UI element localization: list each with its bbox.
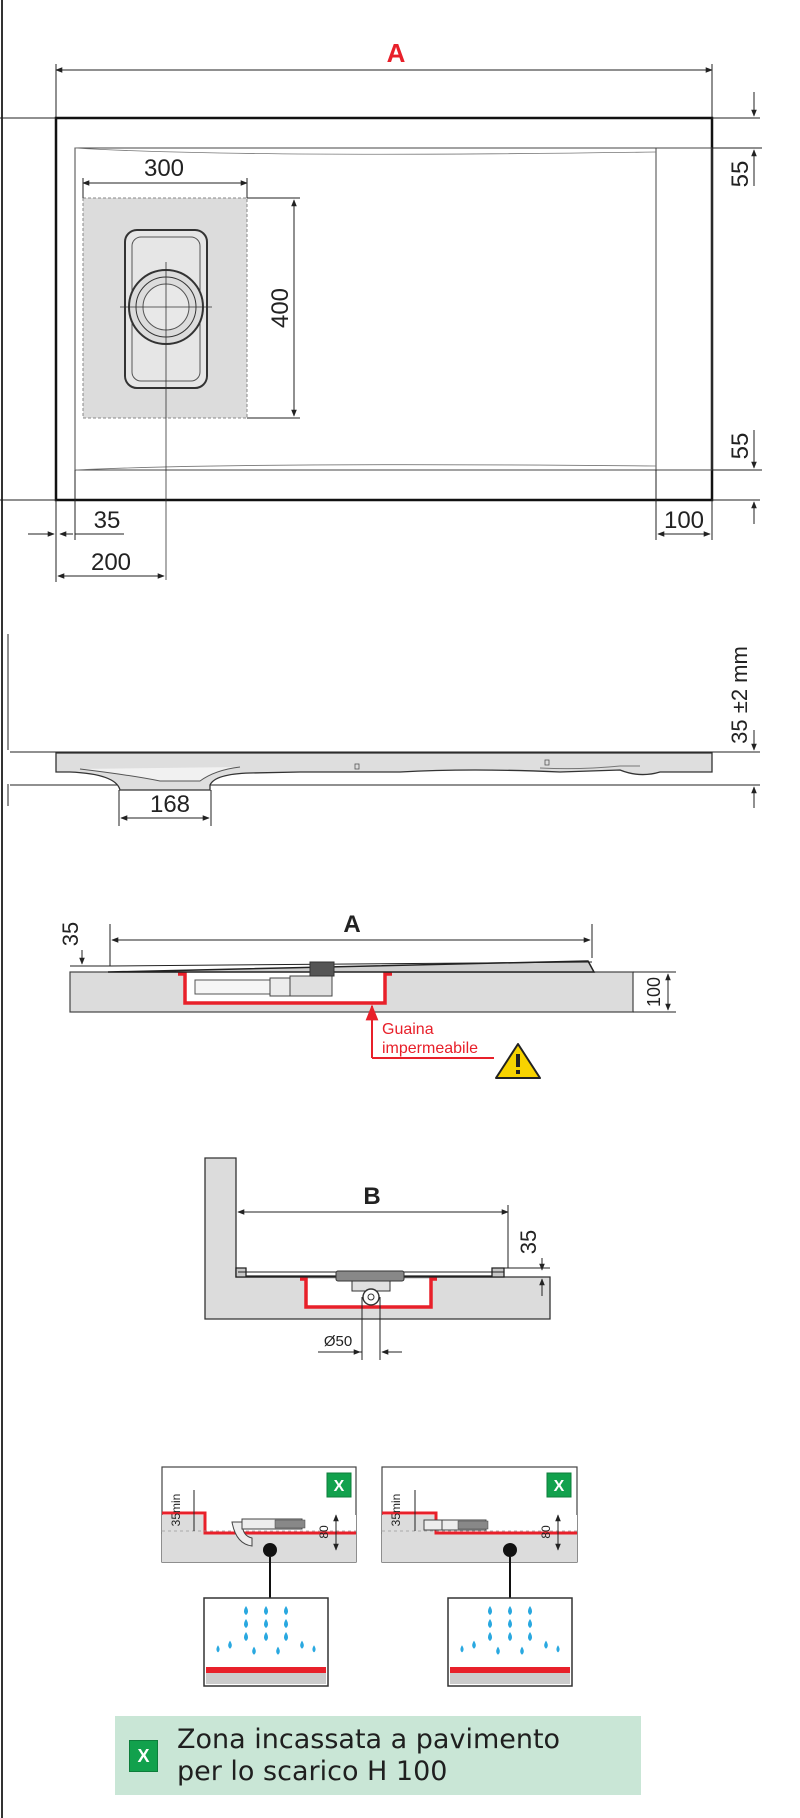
water-drop — [252, 1646, 256, 1655]
section-b-dim-35: 35 — [516, 1230, 541, 1254]
section-a-label: A — [343, 911, 360, 938]
water-drop — [488, 1606, 492, 1615]
detail-left-35min: 35min — [169, 1494, 183, 1527]
section-a-dim-100: 100 — [644, 977, 664, 1007]
water-drop — [496, 1646, 500, 1655]
dim-thickness: 35 ±2 mm — [727, 646, 752, 744]
section-b: B 35 Ø50 — [204, 1157, 551, 1360]
detail-right-80: 80 — [539, 1525, 553, 1539]
membrane-note-line1: Guaina — [382, 1021, 434, 1038]
water-drop — [216, 1645, 220, 1653]
water-drop — [284, 1632, 288, 1641]
water-drop — [244, 1606, 248, 1615]
detail-left: 35min 80 X — [161, 1466, 357, 1687]
detail-left-badge — [326, 1472, 352, 1498]
warning-icon — [495, 1043, 541, 1079]
plan-view: A 300 400 55 — [0, 38, 762, 582]
water-drop — [556, 1645, 560, 1653]
water-drop — [508, 1632, 512, 1641]
water-drop — [528, 1619, 532, 1628]
wall-and-floor-b — [204, 1157, 551, 1320]
water-drops-left-icon — [216, 1606, 316, 1655]
water-drop — [244, 1619, 248, 1628]
section-b-dim-d50: Ø50 — [324, 1333, 352, 1350]
dim-35-plan: 35 — [94, 507, 121, 534]
dim-400: 400 — [267, 288, 294, 328]
dim-55-bottom: 55 — [727, 433, 754, 460]
legend-text: Zona incassata a pavimento per lo scaric… — [177, 1724, 560, 1788]
water-drop — [508, 1606, 512, 1615]
detail-right-badge — [546, 1472, 572, 1498]
water-drop — [228, 1640, 232, 1649]
section-a: A 35 100 Guaina impermeabile — [58, 911, 676, 1079]
water-drop — [312, 1645, 316, 1653]
detail-right: 35min 80 X — [381, 1466, 578, 1687]
legend-line1: Zona incassata a pavimento — [177, 1724, 561, 1755]
dim-100-plan: 100 — [664, 507, 704, 534]
section-a-dim-35: 35 — [58, 922, 83, 946]
water-drop — [528, 1606, 532, 1615]
water-drop — [264, 1632, 268, 1641]
water-drop — [460, 1645, 464, 1653]
detail-right-badge-text: X — [554, 1478, 565, 1495]
water-drop — [544, 1640, 548, 1649]
water-drop — [284, 1606, 288, 1615]
membrane-note-line2: impermeabile — [382, 1040, 478, 1057]
water-drop — [520, 1646, 524, 1655]
water-drops-right-icon — [460, 1606, 560, 1655]
water-drop — [300, 1640, 304, 1649]
water-drop — [264, 1606, 268, 1615]
plan-label-a: A — [387, 38, 406, 68]
legend-badge: X — [129, 1740, 158, 1772]
water-drop — [276, 1646, 280, 1655]
water-drop — [488, 1619, 492, 1628]
dim-200: 200 — [91, 549, 131, 576]
section-b-label: B — [363, 1183, 380, 1210]
dim-168: 168 — [150, 791, 190, 818]
side-view: 35 ±2 mm 168 — [7, 634, 760, 826]
detail-left-80: 80 — [317, 1525, 331, 1539]
detail-right-35min: 35min — [389, 1494, 403, 1527]
detail-left-badge-text: X — [334, 1478, 345, 1495]
dim-55-top: 55 — [727, 161, 754, 188]
water-drop — [264, 1619, 268, 1628]
dim-300: 300 — [144, 155, 184, 182]
water-drop — [244, 1632, 248, 1641]
legend-box: X Zona incassata a pavimento per lo scar… — [115, 1716, 641, 1795]
legend-line2: per lo scarico H 100 — [177, 1756, 448, 1787]
water-drop — [508, 1619, 512, 1628]
water-drop — [472, 1640, 476, 1649]
water-drop — [284, 1619, 288, 1628]
water-drop — [488, 1632, 492, 1641]
water-drop — [528, 1632, 532, 1641]
tray-profile — [55, 752, 713, 791]
